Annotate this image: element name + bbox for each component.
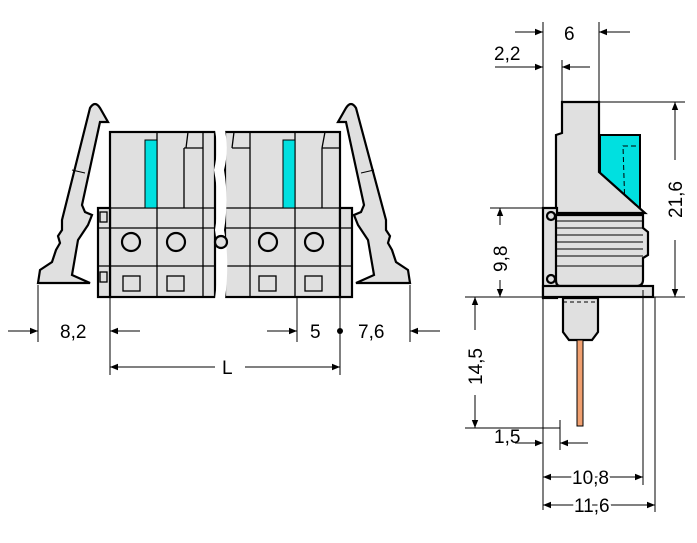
- dim-width-top: 6: [564, 24, 575, 45]
- dim-clip-left: 8,2: [60, 322, 86, 343]
- housing-right-lines: [225, 131, 352, 297]
- front-view: [36, 102, 412, 299]
- base-plate: [541, 284, 655, 299]
- housing-lower-side: [554, 213, 650, 288]
- side-view: [541, 100, 655, 427]
- dim-pin-offset: 1,5: [494, 427, 520, 448]
- reference-dot: [337, 328, 343, 334]
- hidden-edge: [622, 145, 640, 211]
- dim-length: L: [222, 358, 233, 379]
- right-locking-clip: [336, 102, 412, 285]
- pin-housing: [561, 296, 600, 342]
- left-locking-clip: [36, 102, 110, 285]
- dim-pitch: 5: [310, 322, 321, 343]
- latch-pin-top: [545, 210, 557, 222]
- test-slots: [99, 211, 323, 292]
- housing-upper-side: [554, 100, 648, 215]
- side-dimensions: 6 2,2 21,6 9,8 14,5 1,5 10,8 11,6: [465, 22, 687, 520]
- actuator-2: [282, 139, 296, 209]
- dim-clip-right: 7,6: [358, 322, 384, 343]
- actuator-1: [144, 139, 158, 209]
- dim-depth-b: 11,6: [574, 496, 610, 517]
- dim-depth-a: 10,8: [572, 468, 609, 489]
- wire: [576, 339, 584, 427]
- clip-hinge-line: [360, 169, 375, 174]
- wire-entry-holes: [120, 231, 325, 253]
- housing-left: [108, 130, 217, 299]
- dim-height-total: 21,6: [666, 181, 687, 218]
- dim-height-lower: 9,8: [491, 246, 512, 272]
- latch-pin-bottom: [545, 273, 557, 285]
- grip-ribs: [556, 220, 643, 267]
- dim-pin-length: 14,5: [466, 348, 487, 385]
- dim-offset-top: 2,2: [494, 44, 520, 65]
- front-dimensions: 8,2 L 5 7,6: [8, 285, 440, 379]
- clip-hinge-line: [71, 169, 86, 174]
- break-line: [214, 130, 228, 299]
- housing-right-flange: [338, 206, 354, 299]
